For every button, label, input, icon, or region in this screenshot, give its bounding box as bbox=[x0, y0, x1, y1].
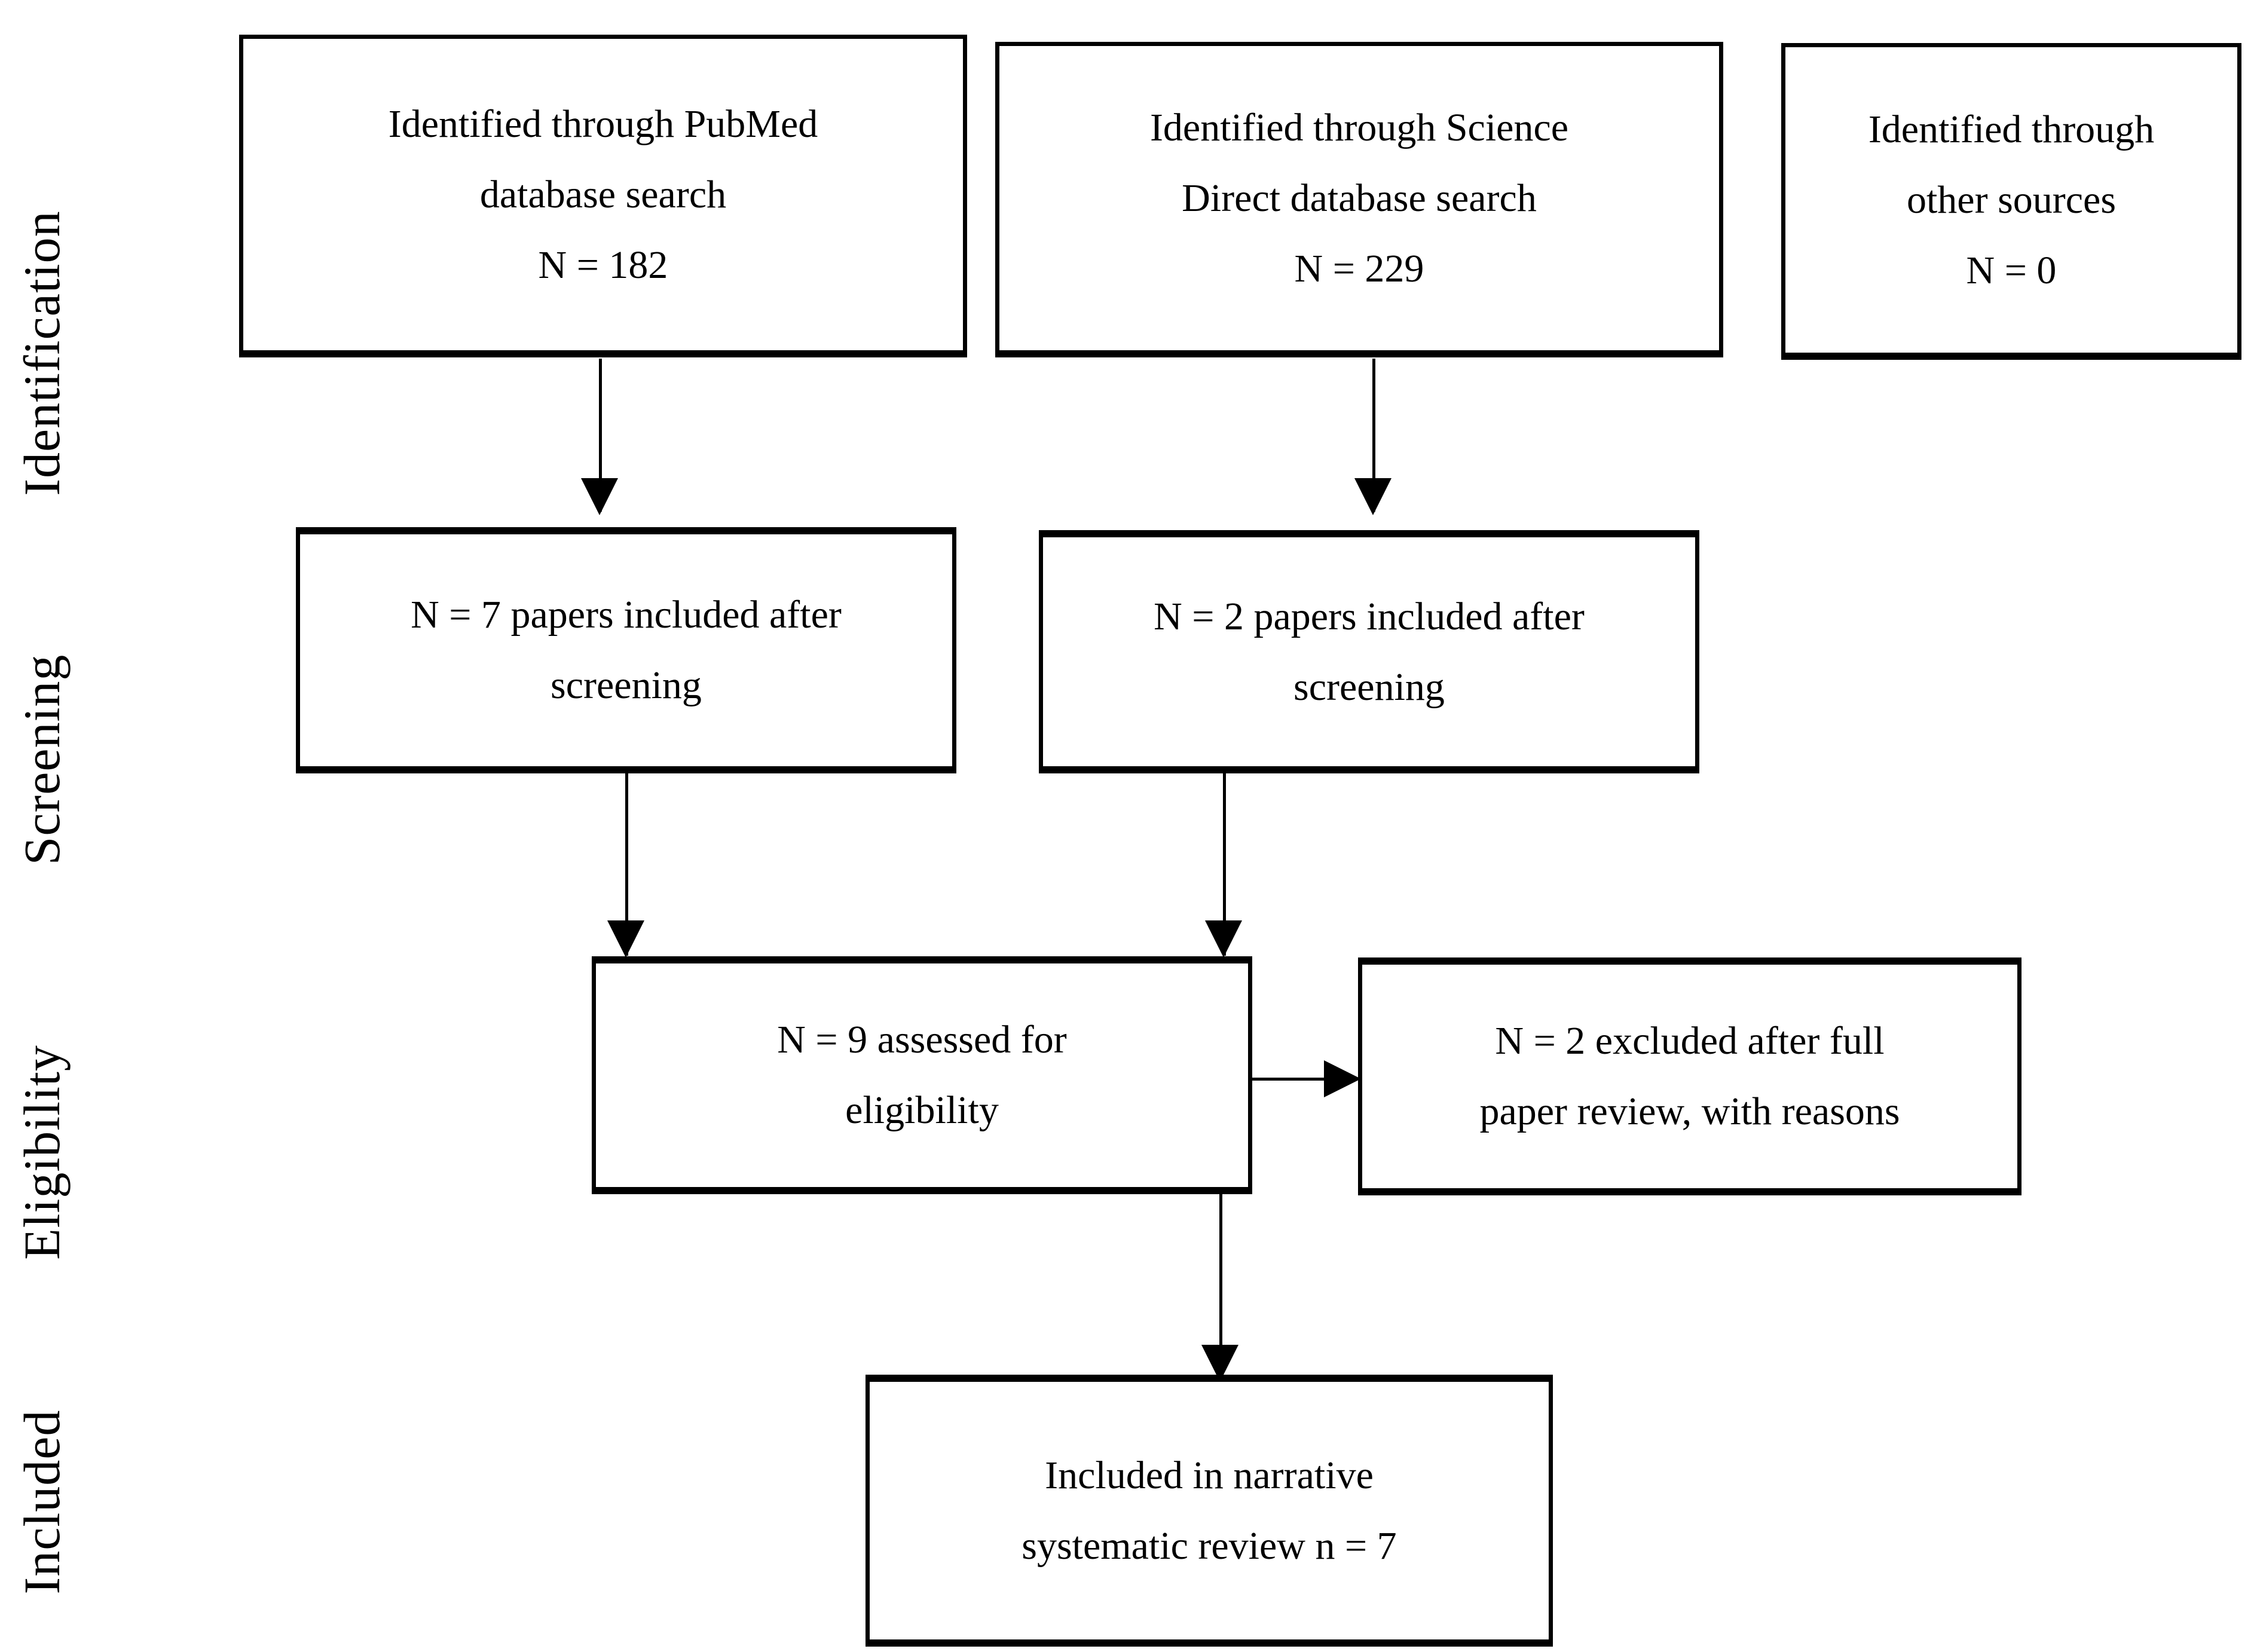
box-identified-sciencedirect-count: N = 229 bbox=[1294, 246, 1424, 290]
box-identified-other-sources-line1: Identified through bbox=[1868, 107, 2155, 151]
connector-screened-pubmed-to-eligibility bbox=[625, 773, 628, 956]
arrowhead-sciencedirect-to-screened bbox=[1354, 478, 1391, 515]
box-identified-other-sources-line2: other sources bbox=[1906, 178, 2117, 222]
connector-sciencedirect-to-screened bbox=[1372, 359, 1375, 512]
box-identified-other-sources: Identified through other sources N = 0 bbox=[1781, 43, 2241, 360]
stage-label-screening: Screening bbox=[13, 654, 71, 865]
box-screened-pubmed: N = 7 papers included after screening bbox=[296, 527, 956, 773]
arrowhead-pubmed-to-screened bbox=[581, 478, 618, 515]
box-screened-sciencedirect-line1: N = 2 papers included after bbox=[1154, 594, 1585, 638]
box-excluded-after-full-review: N = 2 excluded after full paper review, … bbox=[1358, 957, 2021, 1195]
connector-screened-sciencedirect-to-eligibility bbox=[1223, 773, 1226, 956]
connector-eligibility-to-included bbox=[1219, 1194, 1222, 1379]
box-included-line1: Included in narrative bbox=[1045, 1453, 1374, 1497]
arrowhead-screened-pubmed-to-eligibility bbox=[607, 920, 644, 957]
box-identified-pubmed: Identified through PubMed database searc… bbox=[239, 35, 967, 357]
stage-label-included: Included bbox=[13, 1409, 71, 1595]
box-eligibility-assessed-line1: N = 9 assessed for bbox=[777, 1018, 1067, 1061]
box-included-narrative-review: Included in narrative systematic review … bbox=[866, 1375, 1553, 1647]
arrowhead-eligibility-to-excluded bbox=[1324, 1060, 1361, 1097]
box-identified-pubmed-line1: Identified through PubMed bbox=[388, 102, 818, 146]
box-eligibility-assessed-line2: eligibility bbox=[845, 1088, 999, 1132]
connector-eligibility-to-excluded bbox=[1252, 1078, 1354, 1081]
box-included-line2: systematic review n = 7 bbox=[1022, 1523, 1397, 1568]
box-screened-sciencedirect: N = 2 papers included after screening bbox=[1039, 530, 1699, 773]
arrowhead-screened-sciencedirect-to-eligibility bbox=[1205, 920, 1242, 957]
box-screened-pubmed-line1: N = 7 papers included after bbox=[411, 593, 842, 637]
box-excluded-line2: paper review, with reasons bbox=[1479, 1090, 1900, 1133]
box-identified-sciencedirect: Identified through Science Direct databa… bbox=[995, 42, 1723, 357]
box-screened-sciencedirect-line2: screening bbox=[1293, 665, 1445, 709]
box-eligibility-assessed: N = 9 assessed for eligibility bbox=[592, 956, 1252, 1194]
box-excluded-line1: N = 2 excluded after full bbox=[1495, 1019, 1885, 1063]
stage-label-eligibility: Eligibility bbox=[13, 1045, 71, 1260]
connector-pubmed-to-screened bbox=[599, 359, 602, 512]
box-identified-sciencedirect-line1: Identified through Science bbox=[1149, 105, 1569, 149]
box-identified-other-sources-count: N = 0 bbox=[1966, 248, 2057, 292]
box-identified-pubmed-line2: database search bbox=[479, 172, 727, 216]
box-identified-sciencedirect-line2: Direct database search bbox=[1182, 176, 1537, 220]
box-screened-pubmed-line2: screening bbox=[551, 663, 702, 707]
box-identified-pubmed-count: N = 182 bbox=[538, 243, 668, 287]
stage-label-identification: Identification bbox=[13, 210, 71, 496]
